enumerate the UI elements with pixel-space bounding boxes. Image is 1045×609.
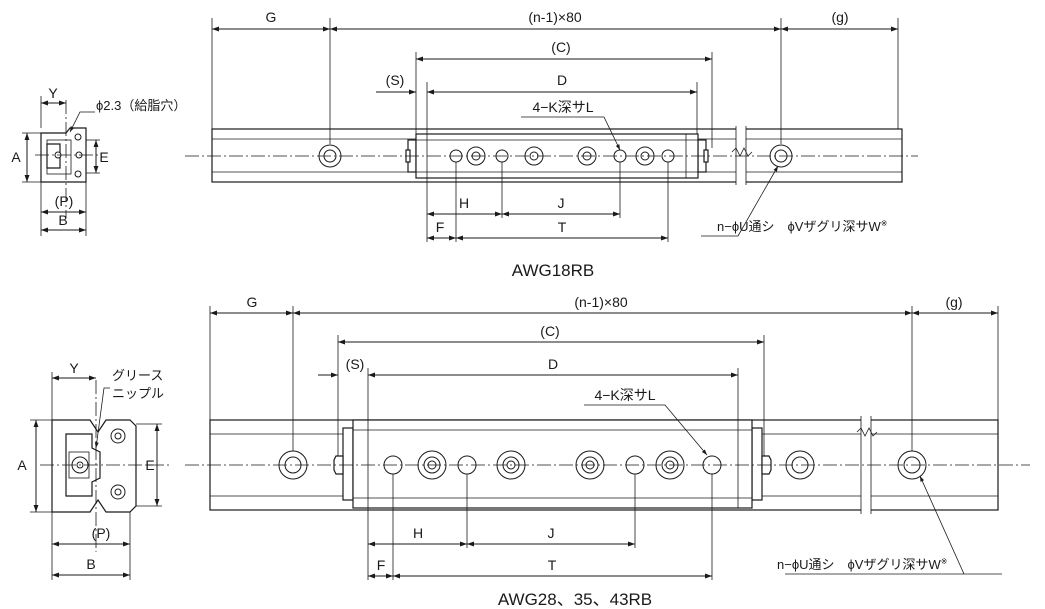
top-label-G: G (266, 9, 277, 25)
top-end-view: Y ϕ2.3（給脂穴） A E (P) B (11, 85, 186, 236)
top-end-label-A: A (11, 149, 21, 165)
bottom-dimension-lines (210, 310, 1002, 579)
top-label-J: J (558, 195, 565, 211)
bottom-label-U: n−ϕU通シ ϕVザグリ深サW※ (777, 557, 947, 572)
bottom-end-label-grease-2: ニップル (112, 386, 164, 401)
bottom-label-pitch: (n-1)×80 (574, 294, 628, 310)
bottom-label-T: T (548, 557, 557, 573)
bottom-label-G: G (247, 294, 258, 310)
top-label-H: H (459, 195, 469, 211)
top-label-D: D (557, 72, 567, 88)
bottom-label-g: (g) (945, 294, 962, 310)
top-dimension-lines (212, 26, 898, 241)
bottom-label-D: D (548, 356, 558, 372)
top-label-U: n−ϕU通シ ϕVザグリ深サW※ (717, 219, 887, 234)
bottom-end-label-P: (P) (92, 525, 111, 541)
top-side-view: G (n-1)×80 (g) (C) (S) D 4−K深サL H J F T … (185, 9, 918, 280)
bottom-caption: AWG28、35、43RB (498, 590, 652, 609)
bottom-label-J: J (548, 525, 555, 541)
bottom-end-view: Y グリース ニップル A E (P) B (17, 360, 170, 580)
bottom-end-label-A: A (17, 457, 27, 473)
bottom-label-H: H (413, 525, 423, 541)
top-label-g: (g) (831, 9, 848, 25)
top-label-K: 4−K深サL (532, 99, 593, 115)
bottom-label-F: F (377, 557, 386, 573)
bottom-label-C: (C) (540, 323, 559, 339)
top-label-S: (S) (386, 72, 405, 88)
top-end-label-B: B (58, 212, 67, 228)
bottom-end-label-Y: Y (69, 360, 79, 376)
bottom-end-label-B: B (86, 556, 95, 572)
top-caption: AWG18RB (512, 261, 595, 280)
bottom-label-K: 4−K深サL (594, 387, 655, 403)
bottom-end-label-E: E (145, 457, 154, 473)
bottom-end-label-grease-1: グリース (112, 368, 163, 383)
top-end-label-Y: Y (48, 85, 58, 101)
bottom-label-S: (S) (346, 356, 365, 372)
top-end-label-P: (P) (55, 193, 74, 209)
top-end-label-oil-hole: ϕ2.3（給脂穴） (96, 98, 186, 113)
top-end-label-E: E (99, 149, 108, 165)
top-label-C: (C) (551, 39, 570, 55)
top-label-F: F (436, 219, 445, 235)
top-label-T: T (558, 219, 567, 235)
top-label-pitch: (n-1)×80 (528, 9, 582, 25)
bottom-side-view: G (n-1)×80 (g) (C) (S) D 4−K深サL H J F T … (185, 294, 1030, 609)
